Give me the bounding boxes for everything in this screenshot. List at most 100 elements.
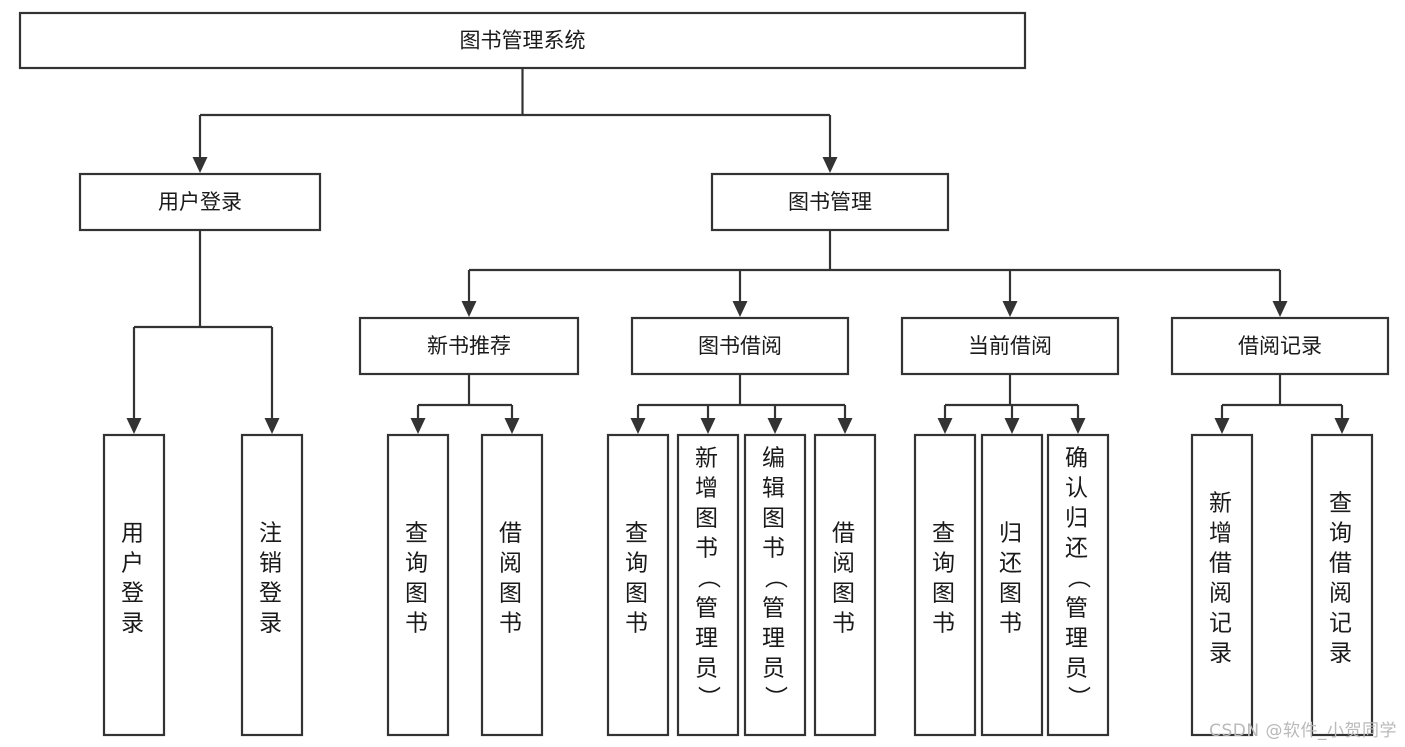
svg-text:查: 查 [1329,491,1355,517]
svg-text:销: 销 [259,551,285,577]
svg-text:归: 归 [999,521,1025,547]
leaf-node-box-3[interactable] [480,433,544,737]
svg-text:增: 增 [1209,521,1235,547]
svg-text:借: 借 [499,521,525,547]
level2-node-box-1[interactable] [710,172,950,232]
svg-text:还: 还 [1065,536,1091,562]
leaf-node-box-0[interactable] [102,433,166,737]
svg-text:书: 书 [625,611,651,637]
svg-text:借: 借 [1329,551,1355,577]
leaf-node-box-11[interactable] [1190,433,1254,737]
svg-text:录: 录 [1209,641,1235,667]
leaf-node-box-7[interactable] [813,433,877,737]
svg-text:记: 记 [1329,611,1355,637]
svg-text:阅: 阅 [499,551,525,577]
svg-text:录: 录 [121,611,147,637]
svg-text:户: 户 [121,551,147,577]
svg-text:（: （ [762,566,788,592]
leaf-node-box-1[interactable] [240,433,304,737]
level3-node-box-0[interactable] [358,316,580,376]
leaf-node-box-5[interactable] [676,433,740,737]
svg-text:阅: 阅 [832,551,858,577]
level3-node-box-2[interactable] [900,316,1120,376]
svg-text:阅: 阅 [1329,581,1355,607]
svg-text:录: 录 [259,611,285,637]
svg-text:图: 图 [762,506,788,532]
svg-text:询: 询 [932,551,958,577]
leaf-node-label-0: 用户登录 [121,521,147,637]
svg-text:理: 理 [695,626,721,652]
svg-text:阅: 阅 [1209,581,1235,607]
svg-text:书: 书 [932,611,958,637]
arrow-head-icon [192,157,208,173]
svg-text:询: 询 [405,551,431,577]
arrow-head-icon [732,301,748,317]
arrow-head-icon [822,157,838,173]
svg-text:书: 书 [499,611,525,637]
leaf-node-box-6[interactable] [743,433,807,737]
level3-node-label-1: 图书借阅 [698,334,782,358]
svg-text:书: 书 [405,611,431,637]
level2-node-box-0[interactable] [78,172,322,232]
level3-node-box-1[interactable] [630,316,850,376]
arrow-head-icon [126,418,142,434]
arrow-head-icon [1004,418,1020,434]
svg-text:（: （ [1065,566,1091,592]
svg-text:询: 询 [625,551,651,577]
svg-text:记: 记 [1209,611,1235,637]
svg-text:理: 理 [762,626,788,652]
arrow-head-icon [264,418,280,434]
leaf-node-box-8[interactable] [913,433,977,737]
svg-text:借: 借 [1209,551,1235,577]
svg-text:增: 增 [695,476,721,502]
level2-node-label-1: 图书管理 [788,190,872,214]
svg-text:（: （ [695,566,721,592]
leaf-node-box-12[interactable] [1310,433,1374,737]
arrow-head-icon [837,418,853,434]
leaf-node-box-10[interactable] [1046,433,1110,737]
root-node-box[interactable] [18,11,1027,70]
svg-text:）: ） [1065,686,1091,712]
arrow-head-icon [504,418,520,434]
level3-node-box-3[interactable] [1170,316,1390,376]
arrow-head-icon [1214,418,1230,434]
root-node-label: 图书管理系统 [460,29,586,53]
arrow-head-icon [1070,418,1086,434]
svg-text:确: 确 [1065,446,1091,472]
svg-text:员: 员 [695,656,721,682]
arrow-head-icon [461,301,477,317]
arrow-head-icon [410,418,426,434]
svg-text:书: 书 [999,611,1025,637]
svg-text:书: 书 [832,611,858,637]
connector-layer [126,68,1350,434]
svg-text:查: 查 [405,521,431,547]
svg-text:询: 询 [1329,521,1355,547]
svg-text:登: 登 [259,581,285,607]
level2-node-label-0: 用户登录 [158,190,242,214]
svg-text:员: 员 [1065,656,1091,682]
leaf-node-box-2[interactable] [386,433,450,737]
arrow-head-icon [937,418,953,434]
arrow-head-icon [700,418,716,434]
svg-text:借: 借 [832,521,858,547]
arrow-head-icon [1334,418,1350,434]
svg-text:编: 编 [762,446,788,472]
leaf-node-box-9[interactable] [980,433,1044,737]
arrow-head-icon [1002,301,1018,317]
svg-text:）: ） [762,686,788,712]
svg-text:理: 理 [1065,626,1091,652]
svg-text:图: 图 [695,506,721,532]
svg-text:书: 书 [762,536,788,562]
leaf-node-box-4[interactable] [606,433,670,737]
arrow-head-icon [767,418,783,434]
svg-text:图: 图 [832,581,858,607]
